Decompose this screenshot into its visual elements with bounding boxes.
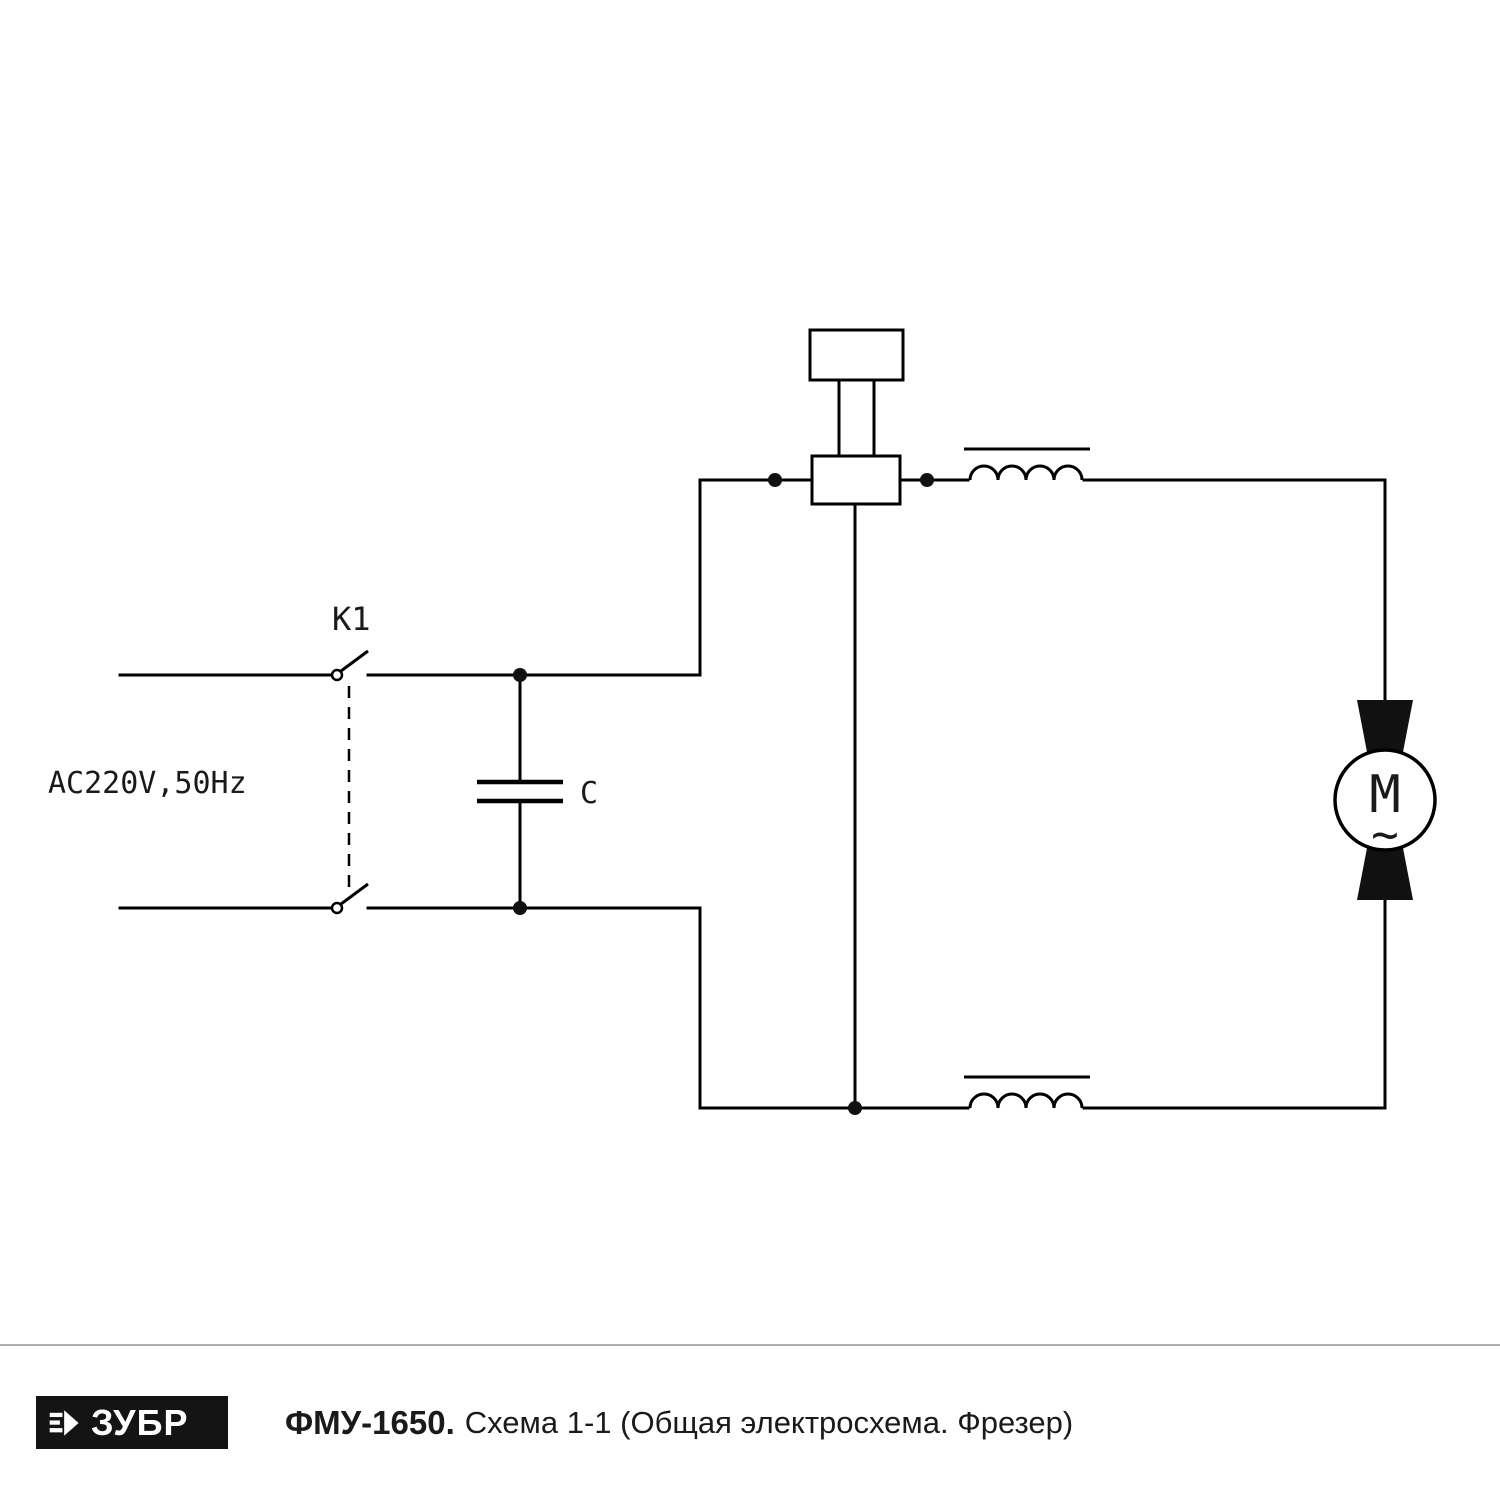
motor-brush-bottom [1357,848,1413,900]
regulator-actuator-stem [837,378,876,458]
junction-dot [848,1101,862,1115]
motor-brush-top [1357,700,1413,752]
brand-name: ЗУБР [91,1401,189,1443]
regulator-switch [808,328,905,506]
ac-source-label: AC220V,50Hz [48,766,247,801]
wire-bottom-to-motor [1082,898,1387,1110]
choke-bottom [964,1075,1090,1109]
circuit-wires [118,478,1387,1110]
zubr-brand-mark-icon [49,1409,79,1436]
switch-blade-top [340,649,369,673]
regulator-actuator-cap [808,328,905,382]
motor-body [1333,748,1437,852]
wire-top-to-motor [1082,478,1387,704]
motor: M ~ [1333,700,1437,900]
choke-top-coil [968,464,1084,481]
junction-dot [920,473,934,487]
motor-letter: M [1369,765,1400,825]
junction-dots [513,473,934,1115]
capacitor-label: C [580,776,598,811]
switch-contact-bottom [330,901,344,915]
switch-k1-label: K1 [332,600,371,638]
switch-blade-bottom [340,882,369,906]
junction-dot [513,668,527,682]
junction-dot [768,473,782,487]
junction-dot [513,901,527,915]
regulator-body [810,454,902,506]
wire-top-run [366,478,812,677]
switch-contact-top [330,668,344,682]
brand-logo: ЗУБР [36,1396,228,1449]
switch-k1: K1 [330,600,371,915]
diagram-caption: ФМУ-1650. Схема 1-1 (Общая электросхема.… [285,1396,1073,1449]
motor-ac-wave: ~ [1371,807,1399,861]
choke-bottom-coil [968,1092,1084,1109]
capacitor-c: C [477,776,598,811]
wire-bottom-run [366,906,970,1110]
choke-top [964,447,1090,481]
model-number: ФМУ-1650. [285,1403,455,1441]
caption-text: Схема 1-1 (Общая электросхема. Фрезер) [464,1404,1074,1440]
footer-divider [0,1344,1500,1346]
